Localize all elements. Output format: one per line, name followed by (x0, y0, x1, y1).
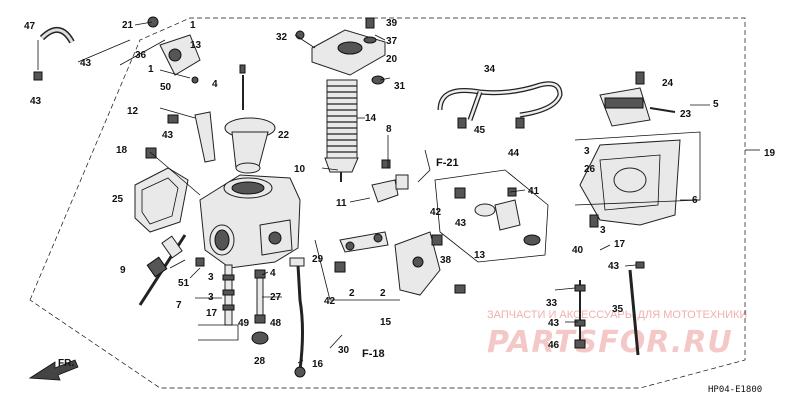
diaphragm-cap-part (295, 17, 386, 85)
callout-label: 16 (312, 359, 324, 370)
hose-part (33, 27, 75, 81)
f18-reference: F-18 (362, 348, 385, 360)
callout-label: 28 (254, 356, 266, 367)
callout-label: 43 (80, 58, 92, 69)
callout-label: 42 (430, 207, 442, 218)
callout-label: 22 (278, 130, 290, 141)
callout-label: 10 (294, 164, 306, 175)
callout-label: 37 (386, 36, 398, 47)
callout-label: 8 (386, 124, 392, 135)
callout-label: 43 (30, 96, 42, 107)
diagram-code: HP04-E1800 (708, 385, 762, 395)
callout-label: 32 (276, 32, 288, 43)
cable-part (289, 257, 306, 378)
callout-label: 43 (455, 218, 467, 229)
top-cover-part (119, 16, 201, 84)
callout-label: 6 (692, 195, 698, 206)
callout-label: 35 (612, 304, 624, 315)
callout-label: 3 (600, 225, 606, 236)
callout-label: 47 (24, 21, 36, 32)
callout-label: 34 (484, 64, 496, 75)
callout-label: 41 (528, 186, 540, 197)
carburetor-body (199, 174, 301, 269)
watermark-brand: PARTSFOR.RU (487, 325, 733, 360)
callout-label: 5 (713, 99, 719, 110)
callout-label: 29 (312, 254, 324, 265)
callout-label: 20 (386, 54, 398, 65)
callout-label: 49 (238, 318, 250, 329)
callout-label: 33 (546, 298, 558, 309)
jet-column-part (195, 257, 239, 341)
callout-label: 40 (572, 245, 584, 256)
callout-label: 42 (324, 296, 336, 307)
callout-label: 43 (162, 130, 174, 141)
callout-label: 21 (122, 20, 134, 31)
watermark-tagline: ЗАПЧАСТИ И АКСЕССУАРЫ ДЛЯ МОТОТЕХНИКИ (487, 309, 747, 321)
callout-label: 13 (474, 250, 486, 261)
callout-label: 24 (662, 78, 674, 89)
assembly-boundary (29, 17, 760, 389)
callout-label: 12 (127, 106, 139, 117)
callout-label: 11 (336, 198, 347, 209)
front-label: FR. (58, 358, 74, 369)
bracket-part (394, 231, 466, 296)
callout-label: 51 (178, 278, 190, 289)
adjust-screw-part (251, 269, 269, 345)
leader-lines (77, 21, 710, 364)
vent-hose-part (437, 81, 563, 129)
callout-label: 3 (208, 272, 214, 283)
float-bowl-part (574, 131, 701, 228)
callout-label: 31 (394, 81, 406, 92)
callout-label: 13 (190, 40, 202, 51)
callout-label: 1 (148, 64, 154, 75)
callout-label: 46 (548, 340, 560, 351)
drain-rod-part (574, 261, 645, 356)
callout-label: 7 (176, 300, 182, 311)
callout-label: 43 (608, 261, 620, 272)
callout-label: 50 (160, 82, 172, 93)
screw-part (239, 64, 246, 110)
callout-label: 38 (440, 255, 452, 266)
vacuum-piston-part (224, 117, 276, 174)
callout-label: 19 (764, 148, 776, 159)
cover-part (599, 71, 676, 127)
f21-reference: F-21 (436, 157, 459, 169)
callout-label: 45 (474, 125, 486, 136)
callout-label: 4 (212, 79, 218, 90)
callout-label: 30 (338, 345, 350, 356)
callout-label: 15 (380, 317, 392, 328)
spring-part (324, 79, 359, 182)
callout-label: 17 (206, 308, 218, 319)
callout-label: 23 (680, 109, 692, 120)
callout-label: 2 (349, 288, 355, 299)
callout-label: 39 (386, 18, 398, 29)
linkage-part (314, 231, 400, 301)
callout-label: 48 (270, 318, 282, 329)
callout-label: 3 (208, 292, 214, 303)
callout-label: 9 (120, 265, 126, 276)
side-cover-part (134, 147, 189, 233)
callout-label: 43 (548, 318, 560, 329)
callout-labels: 47 21 1 13 43 36 1 50 43 32 39 37 20 31 … (24, 18, 776, 370)
callout-label: 36 (135, 50, 147, 61)
callout-label: 26 (584, 164, 596, 175)
pump-assembly-part (434, 169, 549, 263)
callout-label: 25 (112, 194, 124, 205)
callout-label: 17 (614, 239, 626, 250)
callout-label: 2 (380, 288, 386, 299)
callout-label: 4 (270, 268, 276, 279)
tube-part (167, 111, 216, 163)
callout-label: 44 (508, 148, 520, 159)
float-arm-part (371, 149, 431, 203)
callout-label: 1 (190, 20, 196, 31)
callout-label: 27 (270, 292, 282, 303)
front-arrow-icon (28, 359, 79, 381)
callout-label: 18 (116, 145, 128, 156)
callout-label: 3 (584, 146, 590, 157)
callout-label: 14 (365, 113, 377, 124)
plunger-part (138, 234, 187, 306)
